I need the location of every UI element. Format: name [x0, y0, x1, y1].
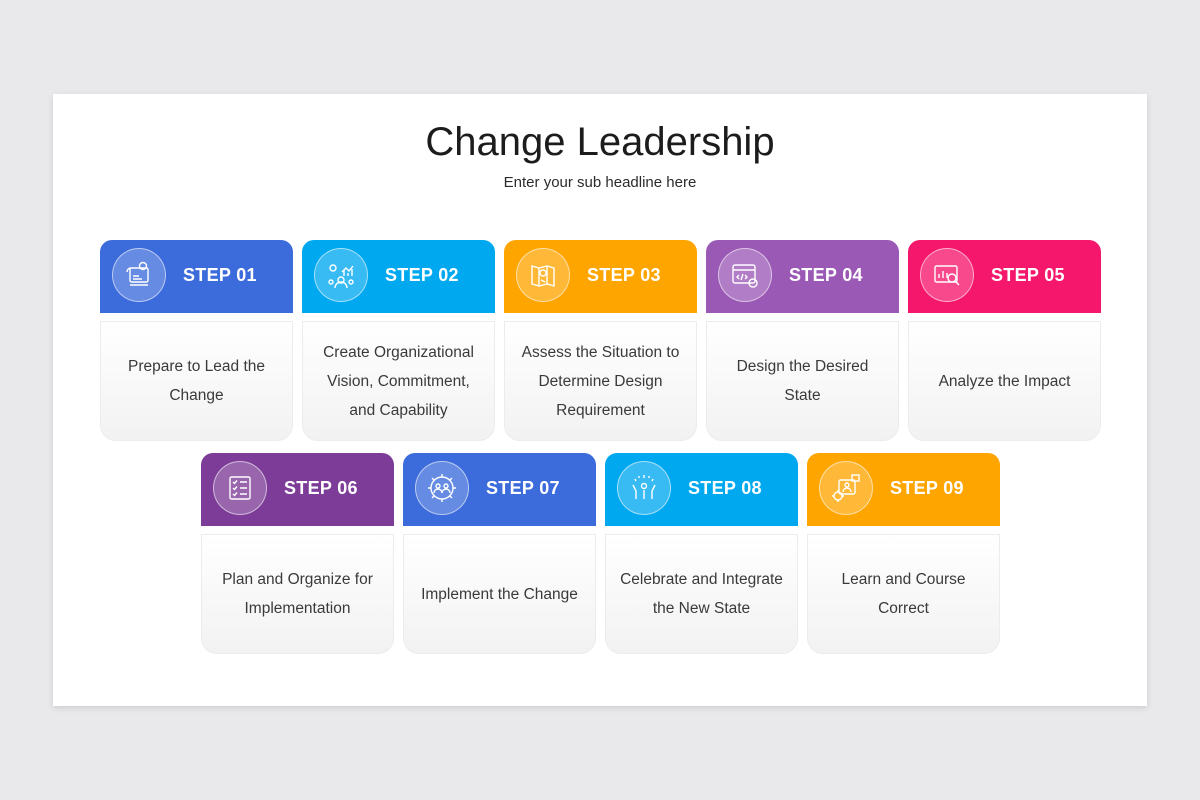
celebration-icon: [617, 461, 671, 515]
slide: Change Leadership Enter your sub headlin…: [53, 94, 1147, 706]
step-label: STEP 08: [688, 478, 762, 498]
step-card-02: STEP 02 Create Organizational Vision, Co…: [302, 240, 495, 441]
step-description: Celebrate and Integrate the New State: [620, 571, 783, 617]
step-label: STEP 03: [587, 265, 661, 285]
step-label: STEP 09: [890, 478, 964, 498]
learning-gear-icon: [819, 461, 873, 515]
page-subtitle: Enter your sub headline here: [503, 174, 697, 191]
step-description: Create Organizational Vision, Commitment…: [323, 343, 474, 419]
step-label: STEP 06: [284, 478, 358, 498]
step-description: Design the Desired State: [736, 358, 869, 404]
step-description: Analyze the Impact: [938, 372, 1071, 390]
dashboard-gear-icon: [112, 248, 166, 302]
step-card-05: STEP 05 Analyze the Impact: [908, 240, 1101, 441]
step-description-box: Design the Desired State: [706, 321, 899, 441]
step-description: Learn and Course Correct: [841, 571, 966, 617]
step-description: Prepare to Lead the Change: [127, 358, 266, 404]
step-card-01: STEP 01 Prepare to Lead the Change: [100, 240, 293, 441]
step-description: Implement the Change: [421, 585, 578, 603]
step-card-06: STEP 06 Plan and Organize for Implementa…: [201, 453, 394, 654]
step-description-box: Implement the Change: [403, 534, 596, 654]
step-card-03: STEP 03 Assess the Situation to Determin…: [504, 240, 697, 441]
step-card-08: STEP 08 Celebrate and Integrate the New …: [605, 453, 798, 654]
checklist-icon: [213, 461, 267, 515]
step-label: STEP 02: [385, 265, 459, 285]
step-label: STEP 04: [789, 265, 863, 285]
code-window-icon: [718, 248, 772, 302]
step-description-box: Learn and Course Correct: [807, 534, 1000, 654]
analysis-chart-icon: [920, 248, 974, 302]
step-label: STEP 01: [183, 265, 257, 285]
step-description-box: Assess the Situation to Determine Design…: [504, 321, 697, 441]
step-description-box: Plan and Organize for Implementation: [201, 534, 394, 654]
step-label: STEP 05: [991, 265, 1065, 285]
design-blueprint-icon: [516, 248, 570, 302]
step-card-09: STEP 09 Learn and Course Correct: [807, 453, 1000, 654]
step-card-07: STEP 07 Implement the Change: [403, 453, 596, 654]
step-description: Plan and Organize for Implementation: [222, 571, 373, 617]
step-description-box: Prepare to Lead the Change: [100, 321, 293, 441]
page-title: Change Leadership: [425, 120, 775, 164]
step-description-box: Celebrate and Integrate the New State: [605, 534, 798, 654]
step-description-box: Analyze the Impact: [908, 321, 1101, 441]
team-gear-icon: [415, 461, 469, 515]
team-growth-icon: [314, 248, 368, 302]
step-label: STEP 07: [486, 478, 560, 498]
step-card-04: STEP 04 Design the Desired State: [706, 240, 899, 441]
step-description: Assess the Situation to Determine Design…: [521, 343, 680, 419]
step-description-box: Create Organizational Vision, Commitment…: [302, 321, 495, 441]
